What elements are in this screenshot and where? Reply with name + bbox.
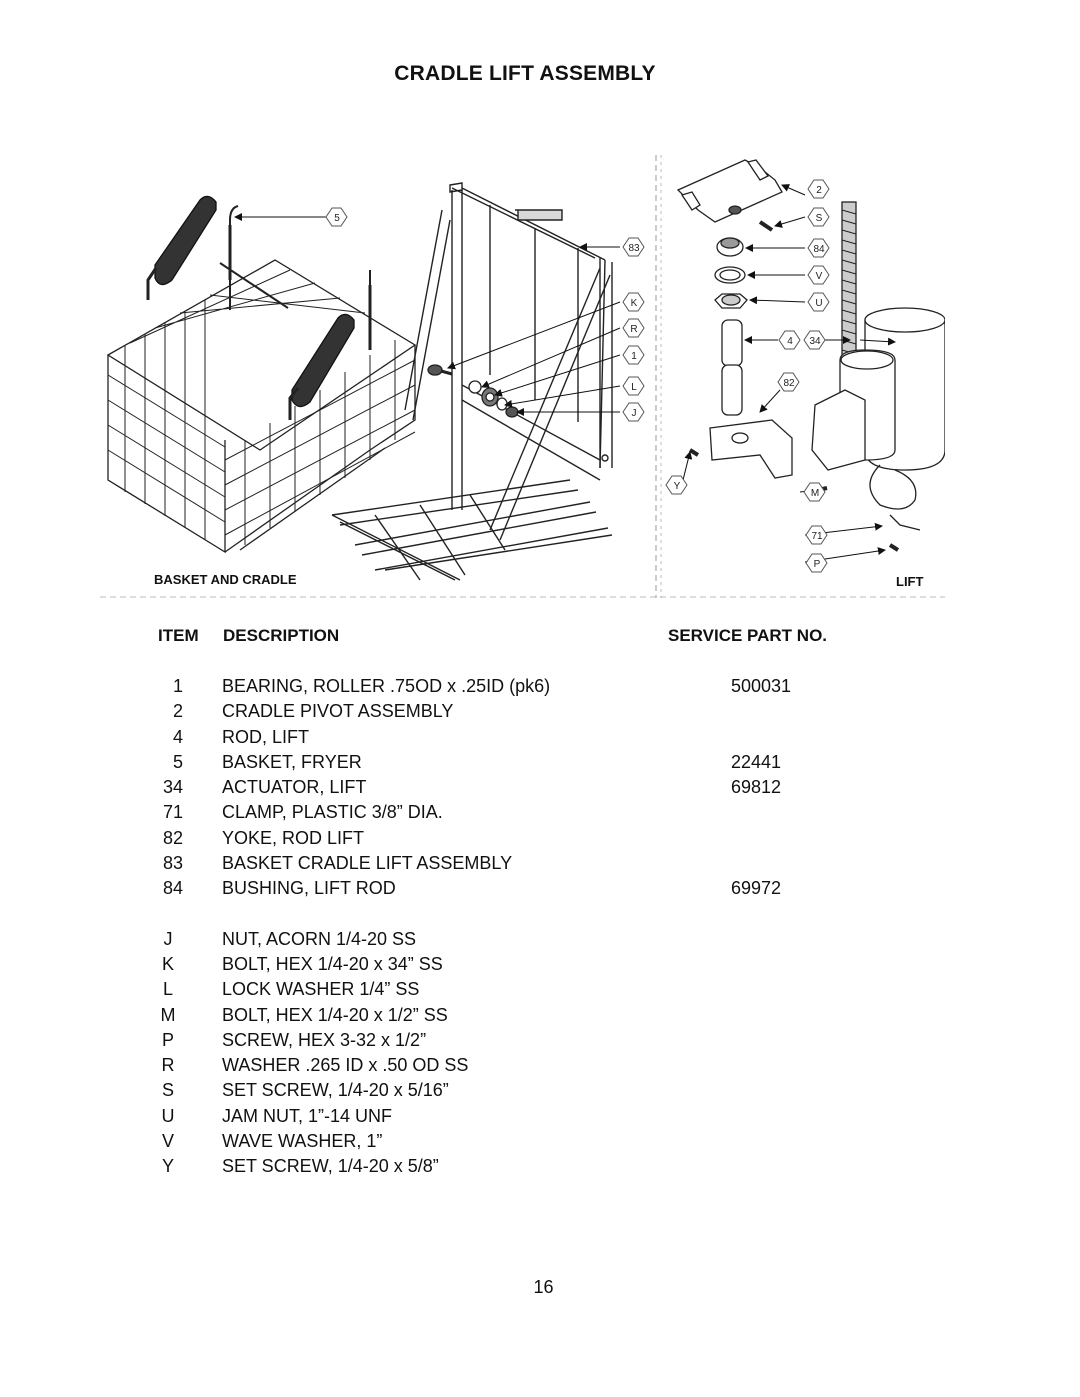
item-letter: J: [163, 928, 173, 949]
item-number: 4: [172, 726, 183, 747]
item-letter: M: [160, 1004, 176, 1025]
hardware-row: Y SET SCREW, 1/4-20 x 5/8”: [0, 1156, 1080, 1181]
item-description: BUSHING, LIFT ROD: [222, 878, 396, 899]
item-description: WAVE WASHER, 1”: [222, 1131, 383, 1152]
hardware-row: J NUT, ACORN 1/4-20 SS: [0, 929, 1080, 954]
item-description: ACTUATOR, LIFT: [222, 777, 367, 798]
item-letter: R: [161, 1055, 175, 1076]
bolt-washer-parts: [427, 364, 519, 418]
item-number: 5: [172, 751, 183, 772]
callout-34: 34: [809, 336, 821, 347]
hardware-row: P SCREW, HEX 3-32 x 1/2”: [0, 1030, 1080, 1055]
item-description: LOCK WASHER 1/4” SS: [222, 979, 420, 1000]
item-description: BOLT, HEX 1/4-20 x 1/2” SS: [222, 1004, 448, 1025]
item-description: SCREW, HEX 3-32 x 1/2”: [222, 1029, 427, 1050]
service-part-number: 500031: [731, 676, 792, 696]
parts-row: 82 YOKE, ROD LIFT: [0, 828, 1080, 853]
item-number: 84: [162, 878, 183, 899]
item-column-header: ITEM: [158, 626, 199, 645]
basket-handles: [146, 195, 372, 420]
item-description: NUT, ACORN 1/4-20 SS: [222, 928, 417, 949]
parts-row: 34 ACTUATOR, LIFT 69812: [0, 777, 1080, 802]
hardware-row: L LOCK WASHER 1/4” SS: [0, 979, 1080, 1004]
callout-u: U: [815, 298, 822, 309]
callout-r: R: [630, 324, 637, 335]
item-description: SET SCREW, 1/4-20 x 5/16”: [222, 1080, 449, 1101]
item-description: BASKET, FRYER: [222, 751, 362, 772]
item-description: ROD, LIFT: [222, 726, 310, 747]
lift-assembly-drawing: [676, 159, 946, 552]
parts-row: 1 BEARING, ROLLER .75OD x .25ID (pk6) 5000…: [0, 676, 1080, 701]
page-number: 16: [533, 1277, 554, 1297]
fryer-basket-drawing: [106, 205, 417, 554]
item-letter: P: [161, 1029, 174, 1050]
leader-lines: [234, 184, 896, 563]
service-part-column-header: SERVICE PART NO.: [668, 626, 828, 645]
parts-list: 1 BEARING, ROLLER .75OD x .25ID (pk6) 5000…: [0, 676, 1080, 1182]
callout-s: S: [816, 213, 823, 224]
callout-1: 1: [631, 351, 637, 362]
hardware-row: M BOLT, HEX 1/4-20 x 1/2” SS: [0, 1005, 1080, 1030]
lift-rod: [841, 201, 857, 363]
description-column-header: DESCRIPTION: [223, 626, 340, 645]
callout-71: 71: [811, 531, 823, 542]
item-description: BEARING, ROLLER .75OD x .25ID (pk6): [222, 676, 551, 696]
parts-row: 4 ROD, LIFT: [0, 727, 1080, 752]
item-letter: K: [161, 953, 174, 974]
callout-4: 4: [787, 336, 793, 347]
lift-label: LIFT: [896, 574, 924, 589]
service-part-number: 22441: [731, 751, 782, 772]
item-description: CLAMP, PLASTIC 3/8” DIA.: [222, 802, 443, 823]
item-description: CRADLE PIVOT ASSEMBLY: [222, 701, 454, 722]
item-description: BASKET CRADLE LIFT ASSEMBLY: [222, 853, 513, 874]
callout-2: 2: [816, 185, 822, 196]
parts-row: 84 BUSHING, LIFT ROD 69972: [0, 878, 1080, 903]
callout-p: P: [814, 559, 821, 570]
item-number: 71: [162, 802, 183, 823]
item-number: 82: [162, 827, 183, 848]
item-number: 2: [172, 701, 183, 722]
hardware-row: S SET SCREW, 1/4-20 x 5/16”: [0, 1080, 1080, 1105]
hardware-row: U JAM NUT, 1”-14 UNF: [0, 1106, 1080, 1131]
service-part-number: 69972: [731, 878, 782, 899]
hardware-row: R WASHER .265 ID x .50 OD SS: [0, 1055, 1080, 1080]
callout-k: K: [631, 298, 638, 309]
diagram-svg: 5 83 K R 1 L J 2 S 84 V U 4 34 82 Y M 71…: [100, 155, 946, 598]
callout-v: V: [816, 271, 823, 282]
callout-y: Y: [674, 481, 681, 492]
basket-and-cradle-label: BASKET AND CRADLE: [154, 572, 297, 587]
callout-l: L: [631, 382, 637, 393]
item-description: WASHER .265 ID x .50 OD SS: [222, 1055, 469, 1076]
parts-row: 71 CLAMP, PLASTIC 3/8” DIA.: [0, 802, 1080, 827]
callout-82: 82: [783, 378, 795, 389]
item-letter: U: [161, 1105, 175, 1126]
callout-j: J: [632, 408, 637, 419]
item-letter: Y: [161, 1156, 174, 1177]
item-letter: L: [162, 979, 173, 1000]
item-number: 83: [162, 853, 183, 874]
parts-row: 83 BASKET CRADLE LIFT ASSEMBLY: [0, 853, 1080, 878]
parts-row: 2 CRADLE PIVOT ASSEMBLY: [0, 701, 1080, 726]
item-description: BOLT, HEX 1/4-20 x 34” SS: [222, 953, 443, 974]
item-letter: S: [161, 1080, 174, 1101]
callout-5: 5: [334, 213, 340, 224]
service-part-number: 69812: [731, 777, 782, 798]
callout-markers: [325, 179, 830, 573]
page-title: CRADLE LIFT ASSEMBLY: [394, 62, 656, 85]
item-description: YOKE, ROD LIFT: [222, 827, 365, 848]
item-number: 34: [162, 777, 183, 798]
item-letter: V: [161, 1131, 174, 1152]
list-spacer: [0, 904, 1080, 929]
item-description: JAM NUT, 1”-14 UNF: [222, 1105, 393, 1126]
callout-m: M: [811, 488, 819, 499]
callout-84: 84: [813, 244, 825, 255]
hardware-row: K BOLT, HEX 1/4-20 x 34” SS: [0, 954, 1080, 979]
callout-labels: 5 83 K R 1 L J 2 S 84 V U 4 34 82 Y M 71…: [334, 185, 825, 570]
hardware-row: V WAVE WASHER, 1”: [0, 1131, 1080, 1156]
item-description: SET SCREW, 1/4-20 x 5/8”: [222, 1156, 439, 1177]
item-number: 1: [172, 676, 183, 696]
parts-row: 5 BASKET, FRYER 22441: [0, 752, 1080, 777]
exploded-parts-diagram: 5 83 K R 1 L J 2 S 84 V U 4 34 82 Y M 71…: [100, 150, 946, 602]
callout-83: 83: [628, 243, 640, 254]
